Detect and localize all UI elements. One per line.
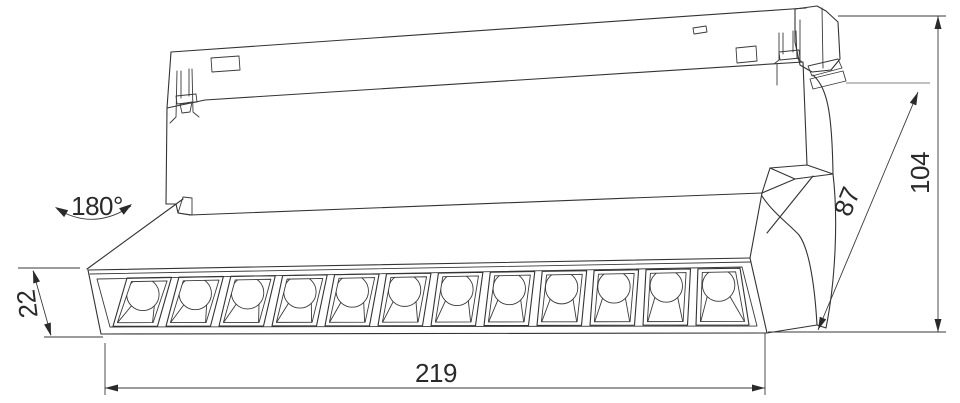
led-cell-line [324,273,380,327]
track-hole-left [210,55,241,73]
arrowhead [119,204,132,215]
height-22-label: 22 [10,288,43,319]
hinge-bracket [761,74,837,329]
track-slot [692,25,708,35]
led-cell-line [152,305,155,323]
led-cell [271,274,328,327]
led-cell-line [487,274,531,323]
led-cell-line [205,304,208,323]
led-cell-line [729,296,745,322]
lens-circle [597,273,631,304]
lens-circle [701,271,736,302]
total-height-104-label: 104 [905,152,935,194]
track-body [165,7,808,216]
led-cell-line [594,297,604,322]
led-cell-line [572,298,578,322]
lens-circle [649,272,683,303]
dimension-drop-87: 87 [817,82,930,331]
dimension-total-height-104: 104 [768,15,946,333]
led-cell-line [700,296,708,322]
led-cell-line [646,272,687,323]
led-cell [536,270,588,326]
led-cell-line [677,296,684,322]
arrowhead [55,207,69,218]
lamp-inner-frame [96,266,758,328]
led-cell-line [483,270,536,327]
led-cell [695,267,750,326]
led-cell-line [112,276,173,327]
led-cell-line [377,272,432,327]
led-cell-line [647,296,656,322]
lamp-body [86,192,818,335]
track-end-cap [794,5,847,90]
led-cell [589,269,640,326]
led-cell-line [435,300,446,323]
led-cell-line [699,271,746,322]
led-cell-line [218,275,276,327]
led-cell-line [520,299,525,322]
track-hole-right [735,45,758,64]
led-cell-line [329,301,342,323]
led-cell-line [624,297,631,322]
led-cell [165,275,224,327]
lens-circle [440,275,474,306]
dimension-height-22: 22 [10,267,103,338]
led-cell-line [271,274,328,327]
led-cell [483,270,536,327]
led-cell-line [363,301,366,323]
led-cell-line [381,276,428,323]
led-cell-line [430,271,484,327]
led-cell-line [165,275,224,327]
led-cell-line [116,280,168,324]
led-cell-line [642,268,692,326]
led-cell-line [117,305,132,323]
length-219-label: 219 [415,358,457,388]
angle-label: 180° [71,191,123,221]
led-cell-line [593,272,635,323]
drop-87-label: 87 [828,183,866,220]
led-cell-line [223,303,237,323]
pivot-flap [177,196,193,216]
led-cell-line [467,300,472,322]
led-cell-line [695,267,750,326]
led-cell-line [589,269,640,326]
lens-circle [492,275,526,306]
dimension-angle-180: 180° [55,191,132,221]
led-cell [430,271,484,327]
led-cell-line [536,270,588,326]
lens-circle [544,274,579,305]
led-cell-line [488,299,499,322]
led-cell-array [112,267,750,327]
led-cell-line [382,301,394,323]
led-cell [642,268,692,326]
led-cell [377,272,432,327]
track-spring-clip-left [169,68,200,124]
led-cell-line [170,304,185,323]
led-cell [218,275,276,327]
dimension-length-219: 219 [104,333,766,395]
led-cell-line [276,302,289,323]
led-cell-line [541,298,551,322]
track-spring-clip-right [773,30,803,65]
led-cell-line [415,301,419,323]
led-cell-line [328,277,376,323]
led-cell-line [169,279,220,324]
led-cell [324,273,380,327]
led-cell-line [222,278,272,323]
led-cell [112,276,173,327]
led-cell-line [275,277,324,323]
